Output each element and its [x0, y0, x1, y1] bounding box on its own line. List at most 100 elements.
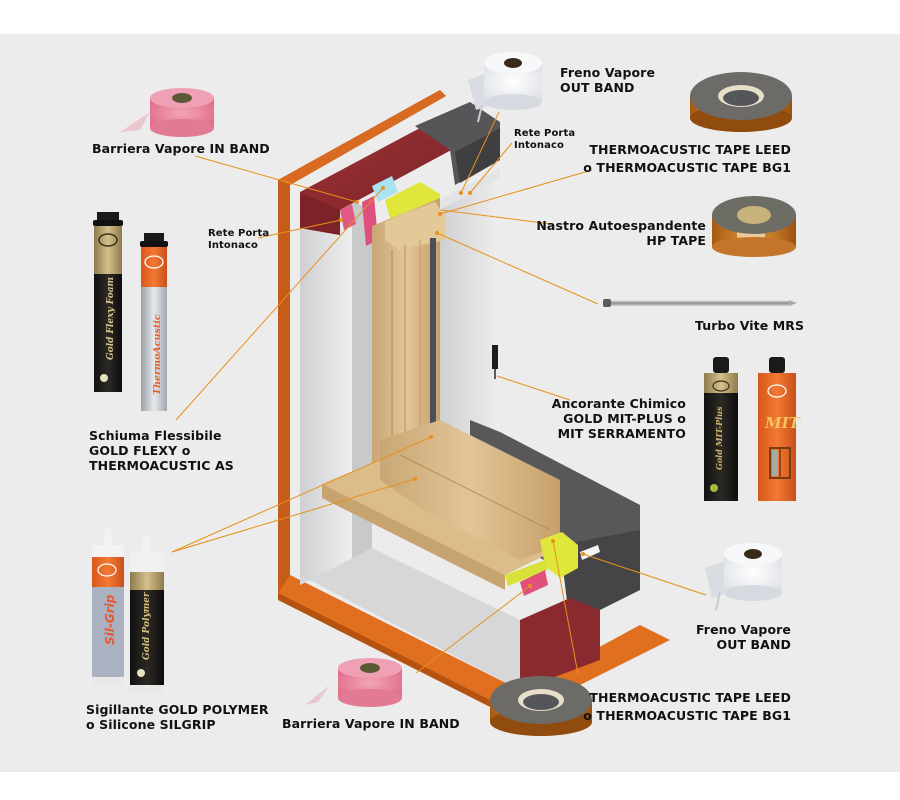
label-nastro-autoespandente: Nastro Autoespandente HP TAPE: [536, 218, 706, 248]
leader-turbo: [436, 232, 599, 305]
label-line: Turbo Vite MRS: [695, 318, 805, 333]
insulation-red-sill: [520, 598, 600, 690]
foam-yellow-sill-strip: [505, 560, 548, 586]
leader-dot: [429, 435, 433, 439]
label-line: THERMOACUSTIC TAPE LEED: [589, 690, 791, 705]
label-thermoacustic-top: THERMOACUSTIC TAPE LEED o THERMOACUSTIC …: [583, 141, 791, 177]
plaster-sill: [300, 548, 520, 690]
leader-dot: [551, 539, 555, 543]
wall-membrane-bottom-edge: [278, 593, 520, 722]
label-line: Barriera Vapore IN BAND: [282, 716, 460, 731]
label-freno-vapore-top: Freno Vapore OUT BAND: [560, 65, 655, 95]
hp-tape-roll: [712, 196, 796, 257]
label-line: Freno Vapore: [695, 622, 791, 637]
label-rete-porta-left: Rete Porta Intonaco: [208, 228, 269, 252]
leader-nastro: [440, 209, 552, 225]
label-barriera-vapore-top: Barriera Vapore IN BAND: [92, 141, 270, 156]
label-line: MIT SERRAMENTO: [557, 426, 686, 441]
label-thermoacustic-bottom: THERMOACUSTIC TAPE LEED o THERMOACUSTIC …: [583, 689, 791, 725]
label-line: Ancorante Chimico: [551, 396, 686, 411]
label-line: THERMOACUSTIC TAPE LEED: [589, 142, 791, 157]
label-turbo-vite: Turbo Vite MRS: [695, 318, 804, 333]
label-line: Barriera Vapore IN BAND: [92, 141, 270, 156]
label-line: GOLD FLEXY o: [89, 443, 191, 458]
plaster-right-top: [440, 168, 500, 210]
white-tape-roll-top: [468, 52, 542, 123]
wall-membrane-top: [278, 90, 446, 185]
leader-rete-top-right: [469, 142, 513, 194]
plaster-right: [440, 168, 500, 462]
leader-dot: [468, 191, 472, 195]
label-line: OUT BAND: [560, 80, 635, 95]
label-line: GOLD MIT-PLUS o: [563, 411, 686, 426]
leader-dot: [581, 552, 585, 556]
leader-freno-top: [460, 111, 500, 194]
foam-yellow-sill: [540, 532, 578, 578]
cartridge-1-label: Gold MIT-Plus: [714, 406, 724, 470]
turbo-screw: [603, 299, 797, 307]
chemical-anchor: [492, 345, 498, 369]
pink-tape-roll-bottom: [305, 658, 402, 707]
pink-tape-roll-top: [120, 88, 214, 137]
label-line: Rete Porta: [514, 128, 576, 139]
leader-dot: [381, 186, 385, 190]
label-line: THERMOACUSTIC AS: [89, 458, 234, 473]
thermoacustic-tape-roll-top: [690, 72, 792, 132]
leader-dot: [459, 191, 463, 195]
insulation-red-top-face: [300, 192, 340, 235]
label-line: Sigillante GOLD POLYMER: [86, 702, 269, 717]
plaster-left: [300, 200, 352, 585]
foam-can-2-label: ThermoAcustic: [152, 314, 163, 395]
label-line: Intonaco: [514, 140, 564, 151]
label-line: o THERMOACUSTIC TAPE BG1: [583, 708, 791, 723]
leader-lines: [171, 111, 707, 675]
label-rete-porta-top-right: Rete Porta Intonaco: [514, 128, 575, 152]
foam-can-thermoacustic: ThermoAcustic: [140, 233, 168, 411]
leader-dot: [435, 231, 439, 235]
sealant-gold-polymer: Gold Polymer: [130, 537, 164, 693]
tape-white-sill: [580, 545, 600, 560]
sealant-sil-grip: Sil-Grip: [92, 527, 124, 685]
label-line: HP TAPE: [646, 233, 706, 248]
label-line: Nastro Autoespandente: [536, 218, 706, 233]
label-freno-vapore-bottom: Freno Vapore OUT BAND: [696, 622, 791, 652]
sill-groove: [399, 454, 551, 531]
label-sigillante: Sigillante GOLD POLYMER o Silicone SILGR…: [86, 702, 269, 732]
label-line: Freno Vapore: [560, 65, 656, 80]
chemical-anchor-tip: [494, 369, 496, 379]
label-barriera-vapore-bottom: Barriera Vapore IN BAND: [282, 716, 460, 731]
leader-schiuma: [175, 187, 384, 421]
wall-section: [278, 90, 670, 722]
thermoacustic-tape-roll-bottom: [490, 676, 592, 736]
window-frame-jamb: [372, 198, 440, 470]
leader-dot: [528, 584, 532, 588]
leader-rete-left: [257, 219, 342, 239]
label-line: Rete Porta: [208, 228, 270, 239]
foam-can-1-label: Gold Flexy Foam: [106, 277, 116, 360]
label-line: o Silicone SILGRIP: [86, 717, 216, 732]
leader-dot: [355, 200, 359, 204]
leader-dot: [339, 218, 343, 222]
cartridge-2-label: MIT: [764, 414, 802, 432]
tape-pink-top-2: [340, 204, 356, 230]
label-schiuma-flessibile: Schiuma Flessibile GOLD FLEXY o THERMOAC…: [89, 428, 234, 473]
leader-dot: [438, 212, 442, 216]
sealant-1-label: Sil-Grip: [103, 594, 117, 645]
leader-ancorante: [496, 375, 571, 401]
leader-thermo-bottom: [552, 540, 579, 675]
cartridge-mit-serramento: MIT: [758, 357, 802, 501]
insulation-red-top: [300, 128, 455, 235]
label-line: Schiuma Flessibile: [89, 428, 222, 443]
leader-dot: [413, 477, 417, 481]
window-sill-board-front: [322, 484, 505, 590]
label-line: OUT BAND: [716, 637, 791, 652]
foam-can-gold-flexy: Gold Flexy Foam: [93, 212, 123, 392]
white-tape-roll-bottom: [705, 543, 782, 611]
tape-pink-sill: [520, 570, 548, 596]
tape-cyan: [372, 176, 398, 202]
cartridge-gold-mit-plus: Gold MIT-Plus: [704, 357, 738, 501]
insulation-dark-sill-lower: [560, 530, 640, 625]
leader-barriera-top: [194, 155, 358, 203]
label-line: o THERMOACUSTIC TAPE BG1: [583, 160, 791, 175]
